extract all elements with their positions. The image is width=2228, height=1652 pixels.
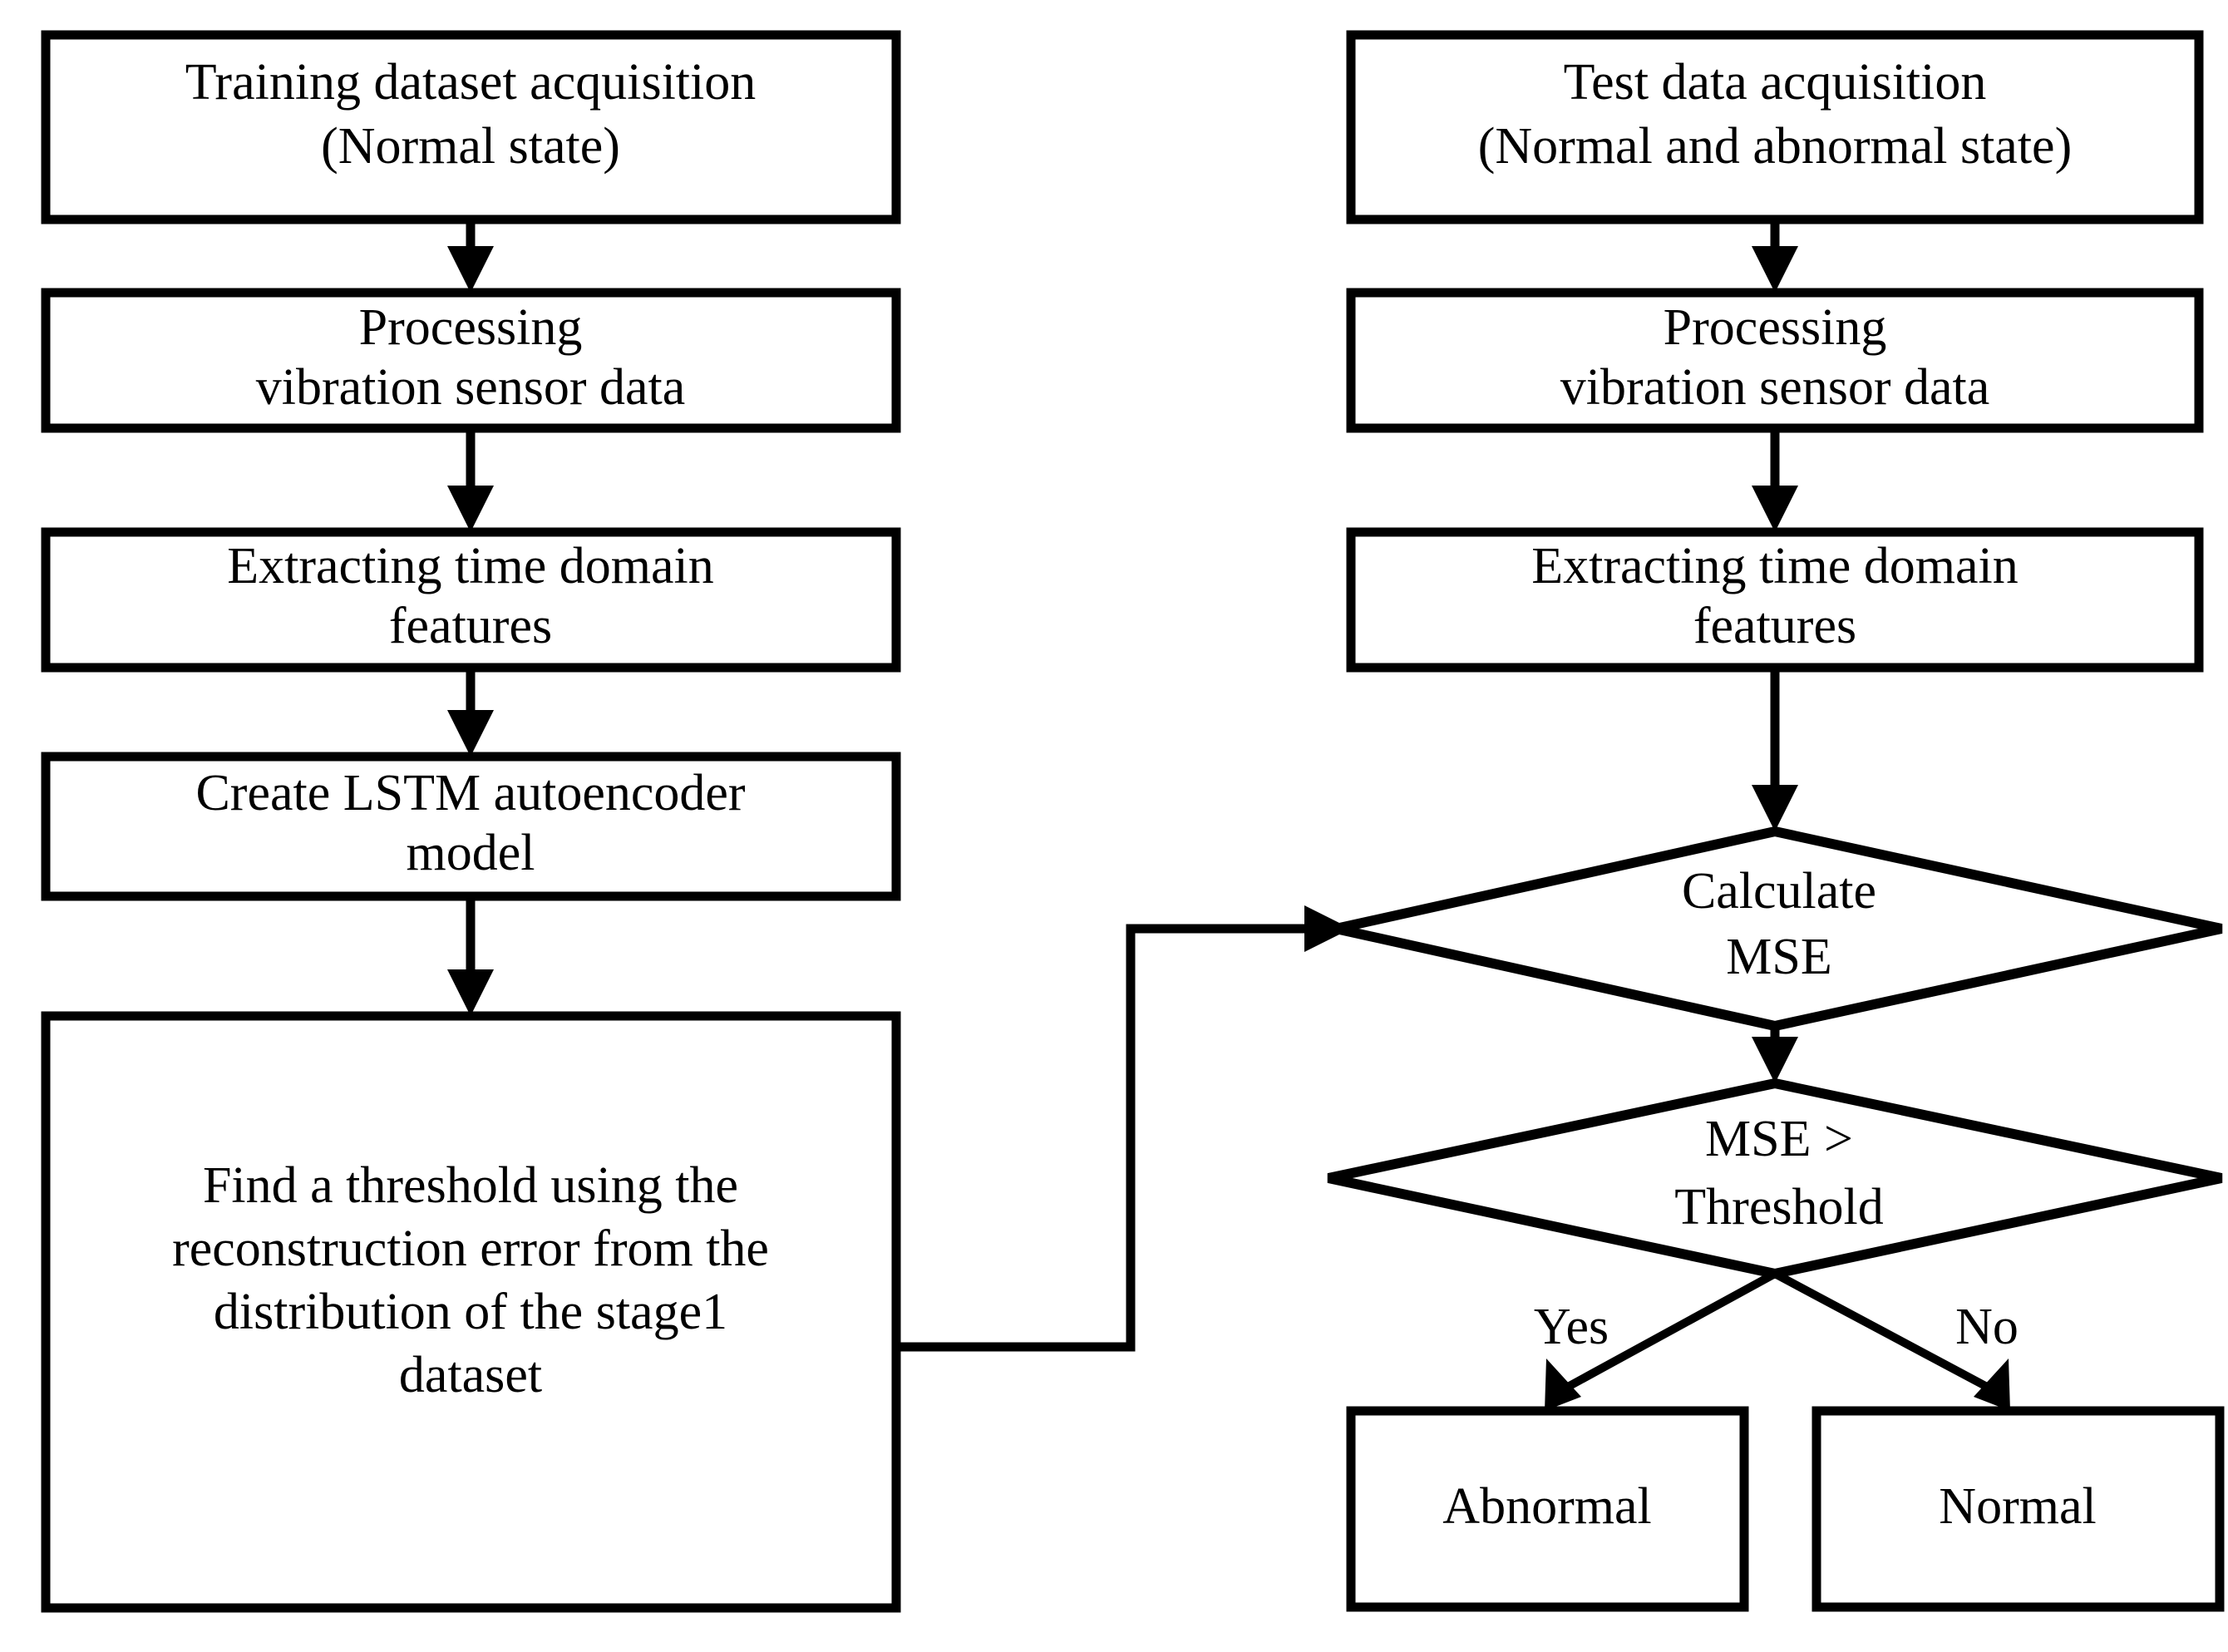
- node-shape-rect: [41, 288, 901, 433]
- node-processing-vibration-sensor-data-test[interactable]: Processing vibration sensor data: [1346, 288, 2204, 433]
- node-normal-result[interactable]: Normal: [1811, 1406, 2225, 1612]
- arrow-head-diagonal-right: [1974, 1359, 2010, 1411]
- edge-path-elbow: [896, 924, 1322, 1352]
- edge-yes-to-abnormal: [1545, 1270, 1777, 1411]
- node-label-line-1: Create LSTM autoencoder: [195, 765, 745, 821]
- arrow-head-down: [1752, 246, 1798, 293]
- arrow-head-down: [447, 246, 494, 293]
- node-label-line-1: Extracting time domain: [227, 538, 713, 594]
- node-shape-rect: [1811, 1406, 2225, 1612]
- node-label-line-1: Find a threshold using the: [203, 1157, 738, 1214]
- node-label-line-1: Extracting time domain: [1531, 538, 2018, 594]
- arrow-head-down: [447, 710, 494, 757]
- node-label-line-2: (Normal and abnormal state): [1478, 118, 2072, 175]
- node-label-line-1: Calculate: [1682, 863, 1876, 920]
- node-extracting-time-domain-features-train[interactable]: Extracting time domain features: [41, 527, 901, 673]
- node-label-line-2: (Normal state): [321, 118, 620, 175]
- arrow-head-down: [1752, 486, 1798, 532]
- node-label-line-1: Training dataset acquisition: [185, 54, 757, 111]
- node-find-threshold[interactable]: Find a threshold using the reconstructio…: [41, 1011, 901, 1613]
- edge-find-threshold-to-calculate-mse: [896, 905, 1351, 1352]
- node-test-data-acquisition[interactable]: Test data acquisition (Normal and abnorm…: [1346, 30, 2204, 224]
- node-label-line-1: Processing: [359, 299, 583, 356]
- node-shape-rect: [41, 1011, 901, 1613]
- node-label-line-1: Abnormal: [1442, 1478, 1651, 1535]
- node-shape-rect: [1346, 288, 2204, 433]
- node-label-line-2: reconstruction error from the: [172, 1221, 769, 1277]
- node-label-line-3: distribution of the stage1: [214, 1284, 727, 1340]
- node-create-lstm-autoencoder-model[interactable]: Create LSTM autoencoder model: [41, 752, 901, 901]
- node-shape-rect: [41, 527, 901, 673]
- arrow-head-down: [447, 969, 494, 1016]
- node-label-line-2: MSE: [1726, 929, 1831, 985]
- node-shape-rect: [1346, 30, 2204, 224]
- arrow-head-down: [447, 486, 494, 532]
- edge-create-model-to-find-threshold: [447, 896, 494, 1016]
- edge-line-segment: [1565, 1270, 1777, 1391]
- node-shape-rect: [1346, 1406, 1749, 1612]
- edge-line-segment: [1772, 1270, 1989, 1391]
- arrow-head-right: [1304, 905, 1351, 952]
- node-label-line-2: Threshold: [1674, 1179, 1883, 1235]
- node-shape-rect: [1346, 527, 2204, 673]
- node-label-line-1: Test data acquisition: [1564, 54, 1987, 111]
- edge-processing-to-extracting-train: [447, 428, 494, 532]
- edge-processing-to-extracting-test: [1752, 428, 1798, 532]
- node-label-line-1: MSE >: [1705, 1111, 1853, 1167]
- node-label-line-1: Processing: [1664, 299, 1887, 356]
- node-calculate-mse[interactable]: Calculate MSE: [1334, 826, 2223, 1032]
- arrow-head-diagonal-left: [1545, 1359, 1581, 1411]
- arrow-head-down: [1752, 1037, 1798, 1083]
- edge-label-no: No: [1955, 1299, 2019, 1355]
- node-label-line-2: vibration sensor data: [1560, 359, 1990, 416]
- edge-calculate-mse-to-threshold-check: [1752, 1026, 1798, 1083]
- arrow-head-down: [1752, 785, 1798, 831]
- edge-no-to-normal: [1772, 1270, 2010, 1411]
- node-mse-greater-than-threshold[interactable]: MSE > Threshold: [1327, 1077, 2223, 1280]
- edge-training-to-processing: [447, 219, 494, 293]
- node-extracting-time-domain-features-test[interactable]: Extracting time domain features: [1346, 527, 2204, 673]
- edge-extracting-to-create-model: [447, 668, 494, 757]
- edge-test-data-to-processing: [1752, 219, 1798, 293]
- node-training-dataset-acquisition[interactable]: Training dataset acquisition (Normal sta…: [41, 30, 901, 224]
- node-shape-rect: [41, 30, 901, 224]
- node-abnormal-result[interactable]: Abnormal: [1346, 1406, 1749, 1612]
- edge-label-yes: Yes: [1534, 1299, 1609, 1355]
- node-label-line-2: vibration sensor data: [256, 359, 686, 416]
- node-processing-vibration-sensor-data-train[interactable]: Processing vibration sensor data: [41, 288, 901, 433]
- node-label-line-4: dataset: [399, 1347, 542, 1403]
- node-label-line-2: features: [1693, 598, 1856, 654]
- node-label-line-2: features: [389, 598, 552, 654]
- edge-extracting-to-calculate-mse: [1752, 668, 1798, 831]
- node-label-line-1: Normal: [1939, 1478, 2096, 1535]
- node-label-line-2: model: [407, 825, 535, 881]
